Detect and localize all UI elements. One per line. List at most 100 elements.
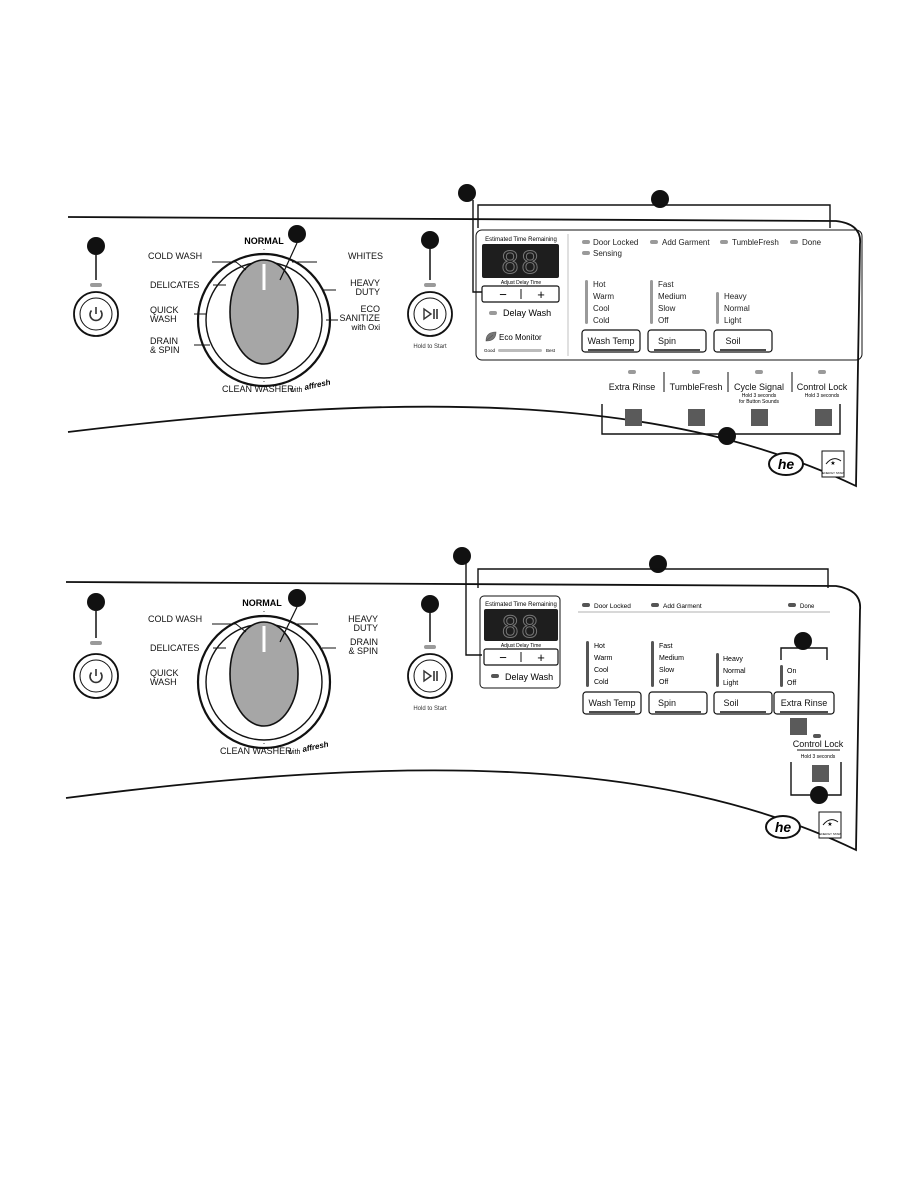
soil-normal: Normal <box>724 304 750 313</box>
callout-marker <box>458 184 476 202</box>
delay-adjust-control <box>483 648 559 666</box>
wash-temp-cold: Cold <box>594 679 609 686</box>
time-display <box>482 244 559 278</box>
wash-temp-warm: Warm <box>594 655 613 662</box>
spin-button[interactable] <box>647 329 707 353</box>
cycle-signal-note-2: for Button Sounds <box>739 399 780 405</box>
wash-temp-label: Wash Temp <box>588 698 635 708</box>
eco-good-label: Good <box>484 348 496 353</box>
spin-off: Off <box>658 316 669 325</box>
spin-button[interactable] <box>648 691 708 715</box>
callout-marker <box>87 593 105 611</box>
callout-marker <box>421 231 439 249</box>
knob-grip <box>229 621 299 727</box>
status-tumblefresh: TumbleFresh <box>732 238 779 247</box>
status-done: Done <box>800 604 815 610</box>
cycle-sanitize-label: SANITIZE <box>339 313 380 323</box>
svg-text:ENERGY STAR: ENERGY STAR <box>819 832 841 836</box>
cycle-delicates-label: DELICATES <box>150 280 199 290</box>
extra-rinse-button[interactable] <box>773 691 835 715</box>
cycle-drain-spin-label: & SPIN <box>150 345 180 355</box>
cycle-delicates-label: DELICATES <box>150 643 199 653</box>
svg-text:he: he <box>775 819 792 835</box>
wash-temp-button[interactable] <box>582 691 642 715</box>
soil-indicator-bar <box>716 292 719 324</box>
status-add-garment: Add Garment <box>662 238 710 247</box>
delay-wash-button[interactable]: Delay Wash <box>503 308 551 318</box>
leaf-icon <box>485 331 497 342</box>
soil-label: Soil <box>725 336 740 346</box>
eco-monitor-label: Eco Monitor <box>499 333 542 342</box>
adjust-delay-label: Adjust Delay Time <box>501 280 542 286</box>
cycle-heavy-duty-label: DUTY <box>354 623 379 633</box>
soil-light: Light <box>723 680 738 687</box>
delay-plus-button[interactable]: + <box>537 650 545 665</box>
clean-washer-with-label: with <box>289 387 303 394</box>
power-indicator <box>90 283 102 287</box>
cycle-clean-washer-label: CLEAN WASHER <box>220 746 292 756</box>
soil-button[interactable] <box>713 329 773 353</box>
delay-minus-button[interactable]: − <box>499 287 507 302</box>
control-lock-button[interactable] <box>812 765 829 782</box>
callout-marker <box>651 190 669 208</box>
time-display-digits: 88 <box>501 246 541 281</box>
spin-label: Spin <box>658 336 676 346</box>
cycle-signal-button[interactable] <box>751 409 768 426</box>
cycle-eco-label: ECO <box>360 304 380 314</box>
extra-rinse-button[interactable] <box>625 409 642 426</box>
soil-heavy: Heavy <box>723 656 743 663</box>
display-section-frame <box>479 595 561 689</box>
svg-text:★: ★ <box>830 460 835 467</box>
estimated-time-label: Estimated Time Remaining <box>485 602 557 608</box>
cycle-drain-label: DRAIN <box>150 336 178 346</box>
delay-wash-button[interactable]: Delay Wash <box>505 672 553 682</box>
panel-1: NORMAL · COLD WASH DELICATES QUICK WASH … <box>67 184 863 488</box>
cycle-clean-washer-label: CLEAN WASHER <box>222 384 294 394</box>
delay-adjust-control <box>481 285 560 303</box>
wash-temp-cool: Cool <box>593 304 610 313</box>
delay-wash-indicator <box>491 674 499 678</box>
svg-text:★: ★ <box>827 821 832 828</box>
extra-rinse-label: Extra Rinse <box>781 698 828 708</box>
soil-label: Soil <box>723 698 738 708</box>
wash-temp-label: Wash Temp <box>587 336 634 346</box>
status-add-garment: Add Garment <box>663 603 702 610</box>
hold-to-start-label: Hold to Start <box>413 706 447 712</box>
power-button[interactable] <box>73 237 119 337</box>
power-button[interactable] <box>73 593 119 699</box>
extra-rinse-square-button[interactable] <box>790 718 807 735</box>
cycle-selector-knob[interactable] <box>194 225 338 388</box>
wash-temp-indicator-bar <box>585 280 588 324</box>
control-lock-button[interactable] <box>815 409 832 426</box>
cycle-signal-note: Hold 3 seconds <box>742 393 777 399</box>
cycle-quick-label: QUICK <box>150 668 179 678</box>
power-indicator <box>90 641 102 645</box>
spin-indicator-bar <box>650 280 653 324</box>
control-lock-indicator <box>813 734 821 738</box>
delay-plus-button[interactable]: + <box>537 287 545 302</box>
status-door-locked: Door Locked <box>594 603 631 610</box>
svg-text:·: · <box>263 738 266 748</box>
extra-rinse-indicator-bar <box>780 665 783 687</box>
callout-marker <box>453 547 471 565</box>
delay-minus-button[interactable]: − <box>499 650 507 665</box>
start-indicator <box>424 645 436 649</box>
callout-marker <box>810 786 828 804</box>
svg-text:·: · <box>263 606 266 616</box>
cycle-heavy-label: HEAVY <box>350 278 380 288</box>
wash-temp-button[interactable] <box>581 329 641 353</box>
status-sensing: Sensing <box>593 249 622 258</box>
callout-marker <box>87 237 105 255</box>
cycle-selector-knob[interactable] <box>196 589 336 750</box>
cycle-quick-label: QUICK <box>150 305 179 315</box>
spin-slow: Slow <box>659 667 675 674</box>
he-logo: he <box>768 452 804 476</box>
start-pause-button[interactable] <box>407 595 453 699</box>
start-pause-button[interactable] <box>407 231 453 337</box>
tumblefresh-button[interactable] <box>688 409 705 426</box>
soil-indicator-bar <box>716 653 719 687</box>
soil-button[interactable] <box>713 691 773 715</box>
callout-marker <box>421 595 439 613</box>
soil-heavy: Heavy <box>724 292 747 301</box>
he-logo: he <box>765 815 801 839</box>
